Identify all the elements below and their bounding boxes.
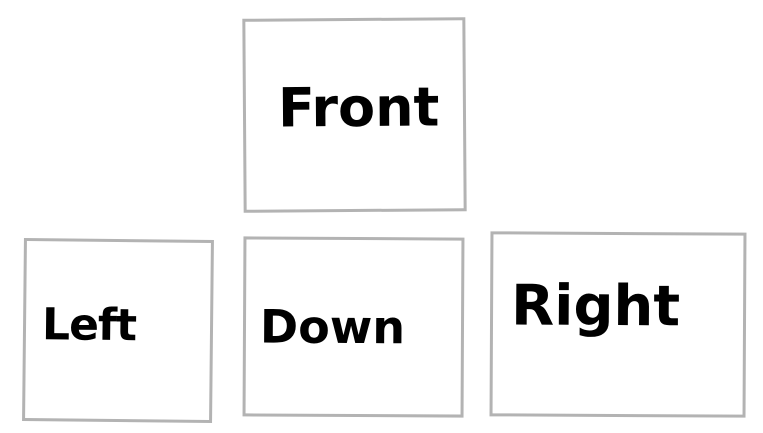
key-front-label: Front: [277, 75, 440, 140]
key-down: Down: [242, 236, 465, 418]
key-left-label: Left: [41, 299, 137, 352]
key-right: Right: [489, 231, 747, 418]
key-left: Left: [22, 238, 214, 423]
key-right-label: Right: [510, 273, 681, 340]
key-front: Front: [242, 17, 467, 213]
key-down-label: Down: [259, 299, 406, 355]
